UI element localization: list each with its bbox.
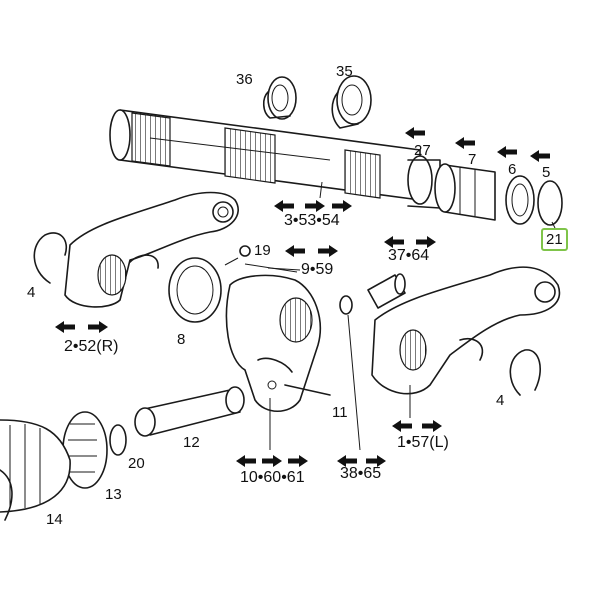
callout-4-left: 4 bbox=[27, 284, 36, 301]
ring-5 bbox=[537, 180, 563, 226]
callout-35: 35 bbox=[336, 63, 353, 80]
piston-rod-12 bbox=[134, 386, 245, 437]
callout-1-57l: 1•57(L) bbox=[397, 434, 449, 451]
callout-4-right: 4 bbox=[496, 392, 505, 409]
bush-38-65 bbox=[339, 295, 353, 315]
callout-19: 19 bbox=[254, 242, 271, 259]
cross-shaft bbox=[109, 109, 421, 201]
callout-10-60-61: 10•60•61 bbox=[240, 469, 305, 486]
callout-37-64: 37•64 bbox=[388, 247, 430, 264]
seal-6 bbox=[505, 175, 535, 225]
seal-8 bbox=[168, 257, 222, 323]
callout-36: 36 bbox=[236, 71, 253, 88]
callout-21-highlighted[interactable]: 21 bbox=[541, 228, 568, 251]
callout-8: 8 bbox=[177, 331, 186, 348]
callout-27: 27 bbox=[414, 142, 431, 159]
callout-20: 20 bbox=[128, 455, 145, 472]
callout-38-65: 38•65 bbox=[340, 465, 382, 482]
pin-37-64 bbox=[367, 273, 406, 309]
cylinder-14 bbox=[0, 419, 71, 521]
nut-19 bbox=[224, 245, 251, 266]
callout-2-52r: 2•52(R) bbox=[64, 338, 119, 355]
circlip-4-right bbox=[509, 349, 541, 396]
callout-9-59: 9•59 bbox=[301, 261, 334, 278]
lift-housing bbox=[225, 274, 322, 413]
bearing-35 bbox=[331, 75, 372, 129]
callout-12: 12 bbox=[183, 434, 200, 451]
callout-3-53-54: 3•53•54 bbox=[284, 212, 340, 229]
pin-11 bbox=[284, 384, 331, 396]
leader-lines bbox=[244, 181, 556, 451]
lever-arm-right bbox=[64, 191, 239, 308]
lever-arm-left bbox=[371, 266, 561, 395]
callout-14: 14 bbox=[46, 511, 63, 528]
callout-13: 13 bbox=[105, 486, 122, 503]
o-ring-20 bbox=[109, 424, 127, 456]
callout-11: 11 bbox=[332, 404, 348, 421]
bush-7 bbox=[434, 163, 496, 221]
callout-5: 5 bbox=[542, 164, 551, 181]
callout-7: 7 bbox=[468, 151, 477, 168]
callout-6: 6 bbox=[508, 161, 517, 178]
bush-27 bbox=[407, 155, 441, 209]
bearing-36 bbox=[262, 76, 297, 120]
circlip-4-left bbox=[33, 232, 67, 284]
